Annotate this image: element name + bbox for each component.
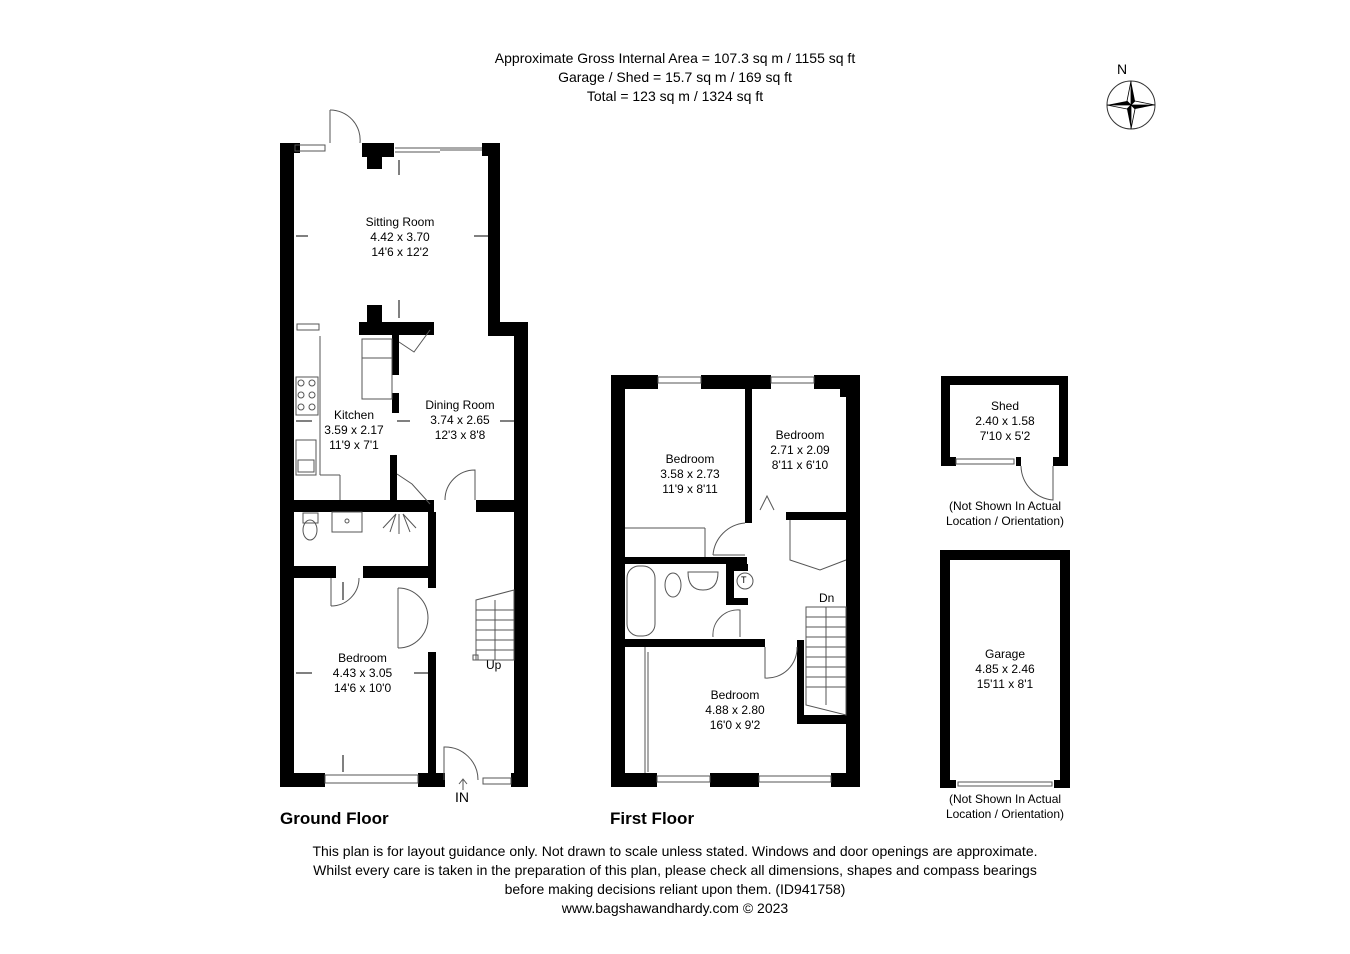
ground-floor-title: Ground Floor xyxy=(280,809,389,828)
first-floor-details xyxy=(625,376,847,783)
room-label-dining-room: Dining Room 3.74 x 2.65 12'3 x 8'8 xyxy=(410,398,510,443)
room-label-bedroom-2: Bedroom 2.71 x 2.09 8'11 x 6'10 xyxy=(755,428,845,473)
room-dimensions-metric: 3.59 x 2.17 xyxy=(324,423,384,437)
room-name: Shed xyxy=(990,399,1020,413)
room-dimensions-imperial: 14'6 x 12'2 xyxy=(371,245,429,259)
garage-shed-area: Garage / Shed = 15.7 sq m / 169 sq ft xyxy=(558,69,792,85)
room-dimensions-imperial: 8'11 x 6'10 xyxy=(771,458,829,472)
room-dimensions-imperial: 7'10 x 5'2 xyxy=(979,429,1031,443)
room-dimensions-imperial: 12'3 x 8'8 xyxy=(434,428,486,442)
room-label-sitting-room: Sitting Room 4.42 x 3.70 14'6 x 12'2 xyxy=(330,215,470,260)
room-dimensions-imperial: 16'0 x 9'2 xyxy=(709,718,761,732)
note-line: (Not Shown In Actual xyxy=(948,499,1062,513)
room-name: Bedroom xyxy=(665,452,715,466)
website-copyright: www.bagshawandhardy.com © 2023 xyxy=(561,900,789,916)
room-dimensions-metric: 4.42 x 3.70 xyxy=(370,230,430,244)
ground-floor-details xyxy=(294,109,515,790)
compass-rose-icon xyxy=(1103,77,1159,138)
first-floor-title: First Floor xyxy=(610,809,695,828)
room-dimensions-metric: 4.88 x 2.80 xyxy=(705,703,765,717)
shed-details xyxy=(955,458,1054,501)
room-name: Bedroom xyxy=(775,428,825,442)
room-label-shed: Shed 2.40 x 1.58 7'10 x 5'2 xyxy=(955,399,1055,444)
room-dimensions-imperial: 15'11 x 8'1 xyxy=(976,677,1034,691)
room-label-bedroom-1: Bedroom 3.58 x 2.73 11'9 x 8'11 xyxy=(640,452,740,497)
ground-floor-walls xyxy=(280,143,528,787)
area-summary: Approximate Gross Internal Area = 107.3 … xyxy=(0,49,1350,106)
note-line: (Not Shown In Actual xyxy=(948,792,1062,806)
entrance-label: IN xyxy=(455,789,469,805)
room-name: Bedroom xyxy=(710,688,760,702)
note-line: Location / Orientation) xyxy=(945,514,1065,528)
room-name: Bedroom xyxy=(338,651,387,665)
room-label-bedroom-3: Bedroom 4.88 x 2.80 16'0 x 9'2 xyxy=(690,688,780,733)
garage-details xyxy=(957,781,1053,787)
dimension-arrows xyxy=(296,160,514,772)
room-name: Sitting Room xyxy=(365,215,435,229)
gross-internal-area: Approximate Gross Internal Area = 107.3 … xyxy=(494,50,856,66)
disclaimer: This plan is for layout guidance only. N… xyxy=(0,842,1350,918)
room-dimensions-metric: 2.40 x 1.58 xyxy=(975,414,1035,428)
room-dimensions-imperial: 14'6 x 10'0 xyxy=(333,681,392,695)
first-floor-walls xyxy=(611,375,860,787)
room-name: Kitchen xyxy=(333,408,375,422)
shed-walls xyxy=(941,376,1068,466)
room-label-garage: Garage 4.85 x 2.46 15'11 x 8'1 xyxy=(955,647,1055,692)
room-label-kitchen: Kitchen 3.59 x 2.17 11'9 x 7'1 xyxy=(314,408,394,453)
note-line: Location / Orientation) xyxy=(945,807,1065,821)
compass-north-label: N xyxy=(1117,61,1128,77)
room-dimensions-metric: 3.58 x 2.73 xyxy=(660,467,720,481)
room-dimensions-metric: 4.85 x 2.46 xyxy=(975,662,1035,676)
room-name: Garage xyxy=(984,647,1026,661)
disclaimer-line: Whilst every care is taken in the prepar… xyxy=(313,862,1037,878)
room-dimensions-metric: 3.74 x 2.65 xyxy=(430,413,490,427)
stairs-up-label: Up xyxy=(486,658,502,672)
room-dimensions-imperial: 11'9 x 7'1 xyxy=(329,438,379,452)
disclaimer-line: before making decisions reliant upon the… xyxy=(504,881,846,897)
shed-location-note: (Not Shown In Actual Location / Orientat… xyxy=(935,499,1075,529)
water-tank-label: T xyxy=(741,575,747,585)
room-dimensions-metric: 4.43 x 3.05 xyxy=(332,666,393,680)
garage-walls xyxy=(940,550,1070,788)
stairs-down-label: Dn xyxy=(819,591,835,605)
room-dimensions-metric: 2.71 x 2.09 xyxy=(770,443,830,457)
total-area: Total = 123 sq m / 1324 sq ft xyxy=(586,88,764,104)
room-name: Dining Room xyxy=(425,398,495,412)
room-label-ground-bedroom: Bedroom 4.43 x 3.05 14'6 x 10'0 xyxy=(320,651,405,696)
disclaimer-line: This plan is for layout guidance only. N… xyxy=(312,843,1038,859)
garage-location-note: (Not Shown In Actual Location / Orientat… xyxy=(935,792,1075,822)
room-dimensions-imperial: 11'9 x 8'11 xyxy=(662,482,718,496)
